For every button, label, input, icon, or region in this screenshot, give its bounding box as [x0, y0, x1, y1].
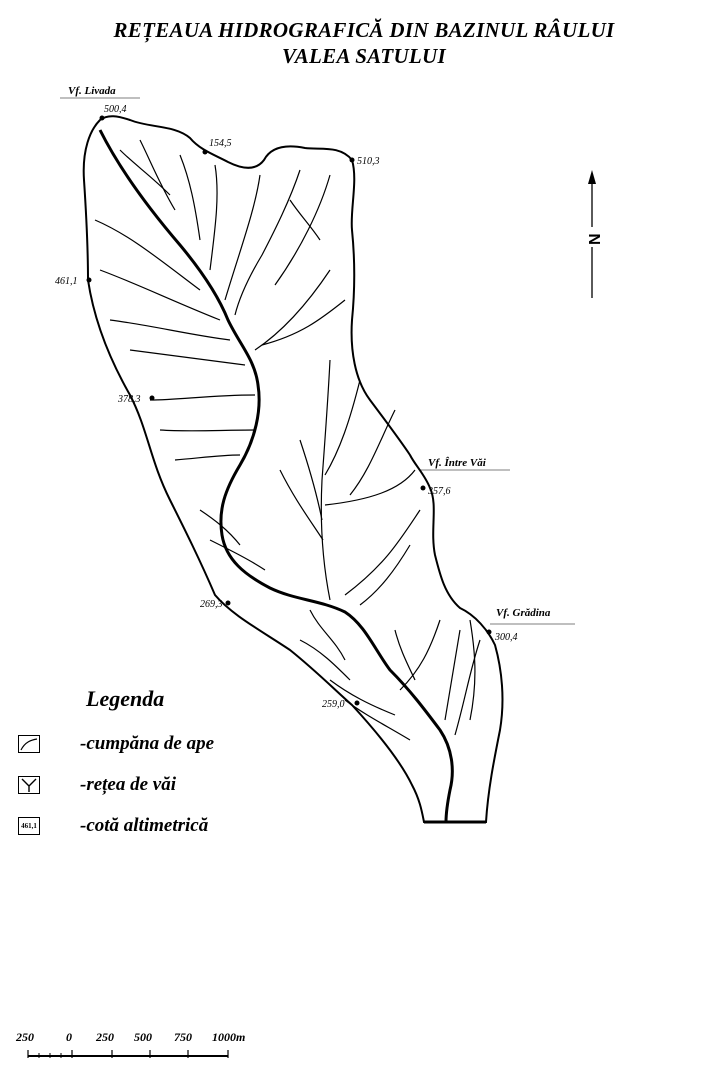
map-title-line-1: REȚEAUA HIDROGRAFICĂ DIN BAZINUL RÂULUI: [113, 18, 615, 42]
legend-label: -rețea de văi: [80, 774, 177, 795]
elevation-dot: [354, 700, 360, 706]
elevation-label: 269,3: [200, 599, 223, 610]
elevation-label: 378,3: [117, 394, 141, 405]
elevation-dot: [486, 629, 492, 635]
elevation-dot: [202, 149, 208, 155]
elevation-label: 461,1: [55, 276, 78, 287]
scale-label: 250: [16, 1030, 34, 1044]
elevation-label: 357,6: [427, 486, 451, 497]
peak-label-gradina: Vf. Grădina: [496, 607, 551, 619]
legend-label: -cotă altimetrică: [80, 815, 209, 836]
peak-label-intre-vai: Vf. Între Văi: [428, 457, 487, 469]
elevation-dot: [149, 395, 155, 401]
legend-item-elevation: 461,1 -cotă altimetrică: [18, 815, 208, 837]
elevation-label: 259,0: [322, 699, 345, 710]
elevation-dot: [420, 485, 426, 491]
valley-network-icon: [18, 776, 40, 794]
scale-label: 0: [66, 1030, 72, 1044]
scale-bar-ticks: [27, 1050, 229, 1058]
north-label: N: [587, 233, 604, 245]
elevation-dot: [349, 157, 355, 163]
elevation-dot: [86, 277, 92, 283]
legend-title: Legenda: [86, 686, 165, 711]
valley-network: [94, 139, 481, 741]
north-arrow-icon: [584, 170, 600, 298]
main-river: [98, 129, 454, 823]
legend-symbol-text: 461,1: [21, 822, 37, 830]
elevation-label: 300,4: [494, 632, 518, 643]
legend-item-watershed: -cumpăna de ape: [18, 733, 214, 755]
scale-label: 1000m: [212, 1030, 246, 1044]
legend-item-valleys: -rețea de văi: [18, 774, 176, 796]
peak-label-livada: Vf. Livada: [68, 85, 116, 97]
watershed-divide-icon: [18, 735, 40, 753]
scale-label: 500: [134, 1030, 152, 1044]
elevation-dot: [99, 115, 105, 121]
map-title-line-2: VALEA SATULUI: [282, 44, 446, 68]
scale-bar: 250 0 250 500 750 1000m: [14, 1030, 274, 1060]
scale-label: 750: [174, 1030, 192, 1044]
elevation-label: 154,5: [209, 138, 232, 149]
elevation-label: 510,3: [357, 156, 380, 167]
elevation-point-icon: 461,1: [18, 817, 40, 835]
elevation-label: 500,4: [104, 104, 127, 115]
legend-label: -cumpăna de ape: [80, 733, 215, 754]
scale-label: 250: [96, 1030, 114, 1044]
watershed-divide: [82, 115, 504, 823]
elevation-points: [86, 115, 492, 706]
elevation-dot: [225, 600, 231, 606]
